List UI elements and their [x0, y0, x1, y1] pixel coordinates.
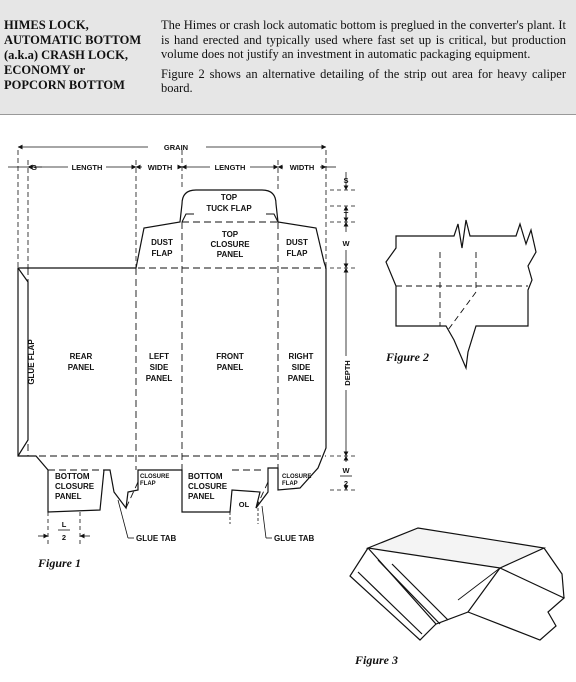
bottom-closure-left-label: BOTTOM — [55, 472, 90, 481]
front-panel-label: FRONT — [216, 352, 244, 361]
dust-flap-right-label: FLAP — [287, 249, 309, 258]
heading-line: ECONOMY or — [4, 63, 86, 77]
figure1-fold-lines — [27, 221, 326, 509]
bottom-closure-right-label: BOTTOM — [188, 472, 223, 481]
top-closure-panel-label: TOP — [222, 230, 239, 239]
dim-two-label: 2 — [344, 479, 348, 488]
bottom-closure-left-label: CLOSURE — [55, 482, 95, 491]
heading-line: HIMES LOCK, — [4, 18, 89, 32]
front-panel-label: PANEL — [217, 363, 244, 372]
figure3-box — [349, 527, 566, 641]
figure2-fold-lines — [396, 252, 528, 331]
bottom-closure-right-label: CLOSURE — [188, 482, 228, 491]
dim-l-label: L — [62, 520, 67, 529]
top-closure-panel-label: PANEL — [217, 250, 244, 259]
description: The Himes or crash lock automatic bottom… — [161, 18, 566, 101]
glue-tab-right-label: GLUE TAB — [274, 534, 315, 543]
left-side-panel-label: LEFT — [149, 352, 169, 361]
dim-s-label: S — [343, 176, 348, 185]
closure-flap-left-label: FLAP — [140, 481, 156, 487]
heading-line: POPCORN BOTTOM — [4, 78, 125, 92]
dim-l-half-label: 2 — [62, 533, 66, 542]
grain-label: GRAIN — [164, 143, 188, 152]
heading-line: AUTOMATIC BOTTOM — [4, 33, 142, 47]
closure-flap-right-label: CLOSURE — [282, 474, 311, 480]
figure1-tuck-cuts — [181, 213, 279, 223]
rear-panel-label: PANEL — [68, 363, 95, 372]
dim-depth-label: DEPTH — [343, 360, 352, 385]
bottom-closure-left-label: PANEL — [55, 492, 82, 501]
figure3-caption: Figure 3 — [354, 653, 398, 667]
dim-width-right-label: WIDTH — [290, 163, 315, 172]
top-closure-panel-label: CLOSURE — [210, 240, 250, 249]
closure-flap-left-label: CLOSURE — [140, 474, 169, 480]
dim-t-label: T — [344, 210, 349, 219]
left-side-panel-label: SIDE — [150, 363, 169, 372]
right-side-panel-label: PANEL — [288, 374, 315, 383]
dim-w-label: W — [342, 239, 350, 248]
dim-length-left-label: LENGTH — [72, 163, 103, 172]
dust-flap-left-label: FLAP — [152, 249, 174, 258]
dim-w-bottom-label: W — [342, 466, 350, 475]
heading-line: (a.k.a) CRASH LOCK, — [4, 48, 128, 62]
rear-panel-label: REAR — [70, 352, 93, 361]
top-tuck-flap-label: TUCK FLAP — [206, 204, 252, 213]
right-side-panel-label: RIGHT — [289, 352, 314, 361]
glue-tab-left-label: GLUE TAB — [136, 534, 177, 543]
right-side-panel-label: SIDE — [292, 363, 311, 372]
closure-flap-right-label: FLAP — [282, 481, 298, 487]
glue-flap-label: GLUE FLAP — [27, 339, 36, 385]
figure2-detail — [385, 219, 537, 371]
header-panel: HIMES LOCK, AUTOMATIC BOTTOM (a.k.a) CRA… — [0, 0, 576, 115]
left-side-panel-label: PANEL — [146, 374, 173, 383]
figure2-caption: Figure 2 — [385, 350, 429, 364]
dust-flap-right-label: DUST — [286, 238, 308, 247]
section-heading: HIMES LOCK, AUTOMATIC BOTTOM (a.k.a) CRA… — [4, 18, 154, 93]
figure1-dimension-lines — [8, 144, 358, 544]
description-paragraph: Figure 2 shows an alternative detailing … — [161, 66, 566, 96]
figure1-caption: Figure 1 — [37, 556, 81, 570]
bottom-closure-right-label: PANEL — [188, 492, 215, 501]
description-paragraph: The Himes or crash lock automatic bottom… — [161, 18, 566, 61]
dim-length-right-label: LENGTH — [215, 163, 246, 172]
dim-width-left-label: WIDTH — [148, 163, 173, 172]
top-tuck-flap-label: TOP — [221, 193, 238, 202]
dim-g-label: G — [31, 163, 37, 172]
dust-flap-left-label: DUST — [151, 238, 173, 247]
dim-ol-label: OL — [239, 500, 250, 509]
